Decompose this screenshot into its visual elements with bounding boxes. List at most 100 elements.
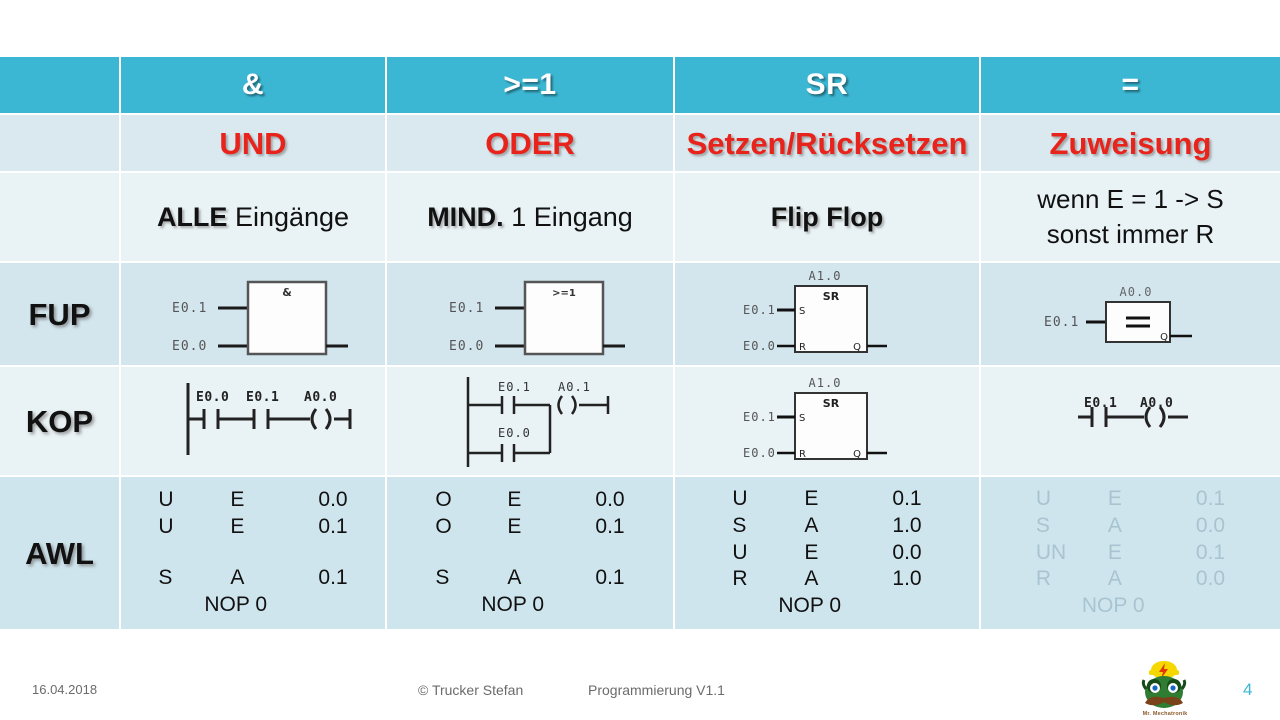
awl-address: 0.1 [318,566,348,589]
awl-address: 1.0 [892,567,922,591]
kop-sr-block-diagram: A1.0 SR E0.1 E0.0 S R Q [743,376,887,460]
desc-zuweisung-line1: wenn E = 1 -> S [1037,183,1224,214]
svg-text:E0.1: E0.1 [498,380,531,394]
header-cell-sr: SR [674,57,981,115]
kop-or-ladder-diagram: E0.1 A0.1 E0.0 [466,377,610,467]
awl-operation: S [1035,513,1050,537]
kop-diagram-sr: A1.0 SR E0.1 E0.0 S R Q [674,366,981,477]
desc-zuweisung: wenn E = 1 -> S sonst immer R [981,182,1280,252]
awl-address: 0.0 [595,488,625,512]
awl-instruction-line: R A 1.0 [732,566,921,593]
svg-text:S: S [799,413,805,424]
mr-mechatronik-logo-icon [1141,661,1187,708]
function-name-sr: Setzen/Rücksetzen [686,125,968,161]
awl-operand: E [507,515,522,539]
desc-und: ALLE Eingänge [157,202,349,232]
desc-oder-bold: MIND. [427,201,504,232]
kop-assign-ladder-diagram: E0.1 A0.0 [1077,396,1188,428]
svg-text:E0.1: E0.1 [743,303,776,317]
awl-operation: S [158,566,173,589]
svg-text:E0.1: E0.1 [449,301,484,316]
kop-and-ladder-diagram: E0.0 E0.1 A0.0 [186,383,352,455]
svg-text:E0.0: E0.0 [172,339,207,354]
awl-address: 0.1 [892,486,922,510]
svg-text:SR: SR [823,290,840,303]
awl-instruction-line: U E 0.0 [158,487,347,514]
svg-text:&: & [282,286,292,299]
row-label-awl: AWL [0,476,121,631]
svg-text:A1.0: A1.0 [809,376,842,390]
description-row: ALLE Eingänge MIND. 1 Eingang Flip Flop … [0,172,1280,263]
awl-address: 0.0 [318,488,348,512]
fup-sr-block-diagram: A1.0 SR E0.1 E0.0 S R Q [743,269,887,353]
awl-operation: R [1035,567,1052,591]
awl-operation: U [158,488,174,512]
awl-operation: U [158,515,174,539]
awl-operand: A [1107,513,1122,537]
svg-text:Q: Q [853,449,861,460]
footer-copyright: © Trucker Stefan [418,682,524,698]
logo-caption: Mr. Mechatronik [1142,711,1188,717]
desc-sr: Flip Flop [771,202,883,232]
row-label-awl-text: AWL [25,535,94,571]
footer-program-title: Programmierung V1.1 [588,682,725,698]
awl-operand: A [804,567,819,591]
symbol-assign: = [1121,68,1140,101]
kop-diagram-oder: E0.1 A0.1 E0.0 [386,366,675,477]
svg-text:E0.0: E0.0 [498,426,531,440]
awl-operand: A [507,566,522,589]
awl-instruction-line: S A 0.1 [158,565,347,592]
header-cell-zuweisung: = [980,57,1280,115]
function-name-oder: ODER [485,125,575,161]
svg-text:A0.0: A0.0 [1140,396,1173,411]
awl-operand: E [804,540,819,564]
header-cell-oder: >=1 [386,57,675,115]
desc-cell-sr: Flip Flop [674,172,981,263]
svg-text:SR: SR [823,397,840,410]
row-label-fup-text: FUP [28,296,91,332]
awl-operation: U [1035,486,1052,510]
awl-operation: O [435,488,452,512]
svg-text:E0.1: E0.1 [743,410,776,424]
svg-text:R: R [799,449,806,460]
svg-text:E0.0: E0.0 [196,390,229,405]
svg-text:E0.0: E0.0 [743,339,776,353]
awl-operation: U [732,486,748,510]
awl-operation: R [732,567,748,591]
fup-row: FUP E0.1 E0.0 & E0.1 [0,262,1280,367]
svg-text:E0.0: E0.0 [743,446,776,460]
desc-zuweisung-line2: sonst immer R [1046,219,1215,249]
name-cell-sr: Setzen/Rücksetzen [674,114,981,173]
desc-oder: MIND. 1 Eingang [427,202,633,232]
awl-operand: E [230,488,245,512]
awl-operand: A [1107,567,1122,591]
kop-diagram-und: E0.0 E0.1 A0.0 [120,366,387,477]
awl-operation: O [435,515,452,539]
svg-text:A1.0: A1.0 [809,269,842,283]
svg-text:A0.0: A0.0 [304,390,337,405]
svg-text:A0.1: A0.1 [558,380,591,394]
header-cell-und: & [120,57,387,115]
awl-operand: A [230,566,245,589]
name-cell-oder: ODER [386,114,675,173]
fup-diagram-zuweisung: A0.0 E0.1 Q [980,262,1280,367]
svg-text:E0.1: E0.1 [172,301,207,316]
desc-und-rest: Eingänge [227,201,350,232]
plc-comparison-table: & >=1 SR = UND ODER [0,57,1280,631]
awl-nop-line: NOP 0 [1081,594,1145,618]
row-label-kop: KOP [0,366,121,477]
svg-text:Q: Q [1160,332,1168,343]
awl-address: 0.1 [595,566,625,589]
